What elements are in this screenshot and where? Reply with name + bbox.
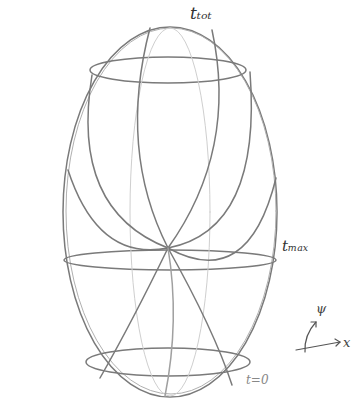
meridian [100,248,168,378]
bottom-circle [86,348,250,376]
back-meridian [130,28,210,396]
top-circle [90,57,246,83]
outline-sketch [66,28,276,394]
meridian [165,248,173,396]
time-label: tₜₒₜ [190,4,212,23]
meridian [68,170,168,250]
meridian [88,75,168,248]
time-label: tₘₐₓ [282,238,308,255]
axis-label: ψ [316,302,326,316]
meridian [168,30,219,248]
axis-arrowhead [335,339,340,346]
meridian [168,178,276,260]
ellipsoid-outline [63,27,277,397]
time-label: t=0 [246,374,269,387]
meridian [168,72,251,248]
axis-arrowhead [311,322,316,327]
axis-x [296,342,340,350]
axis-label: x [343,336,350,350]
meridian [138,28,168,248]
meridian [168,248,232,385]
